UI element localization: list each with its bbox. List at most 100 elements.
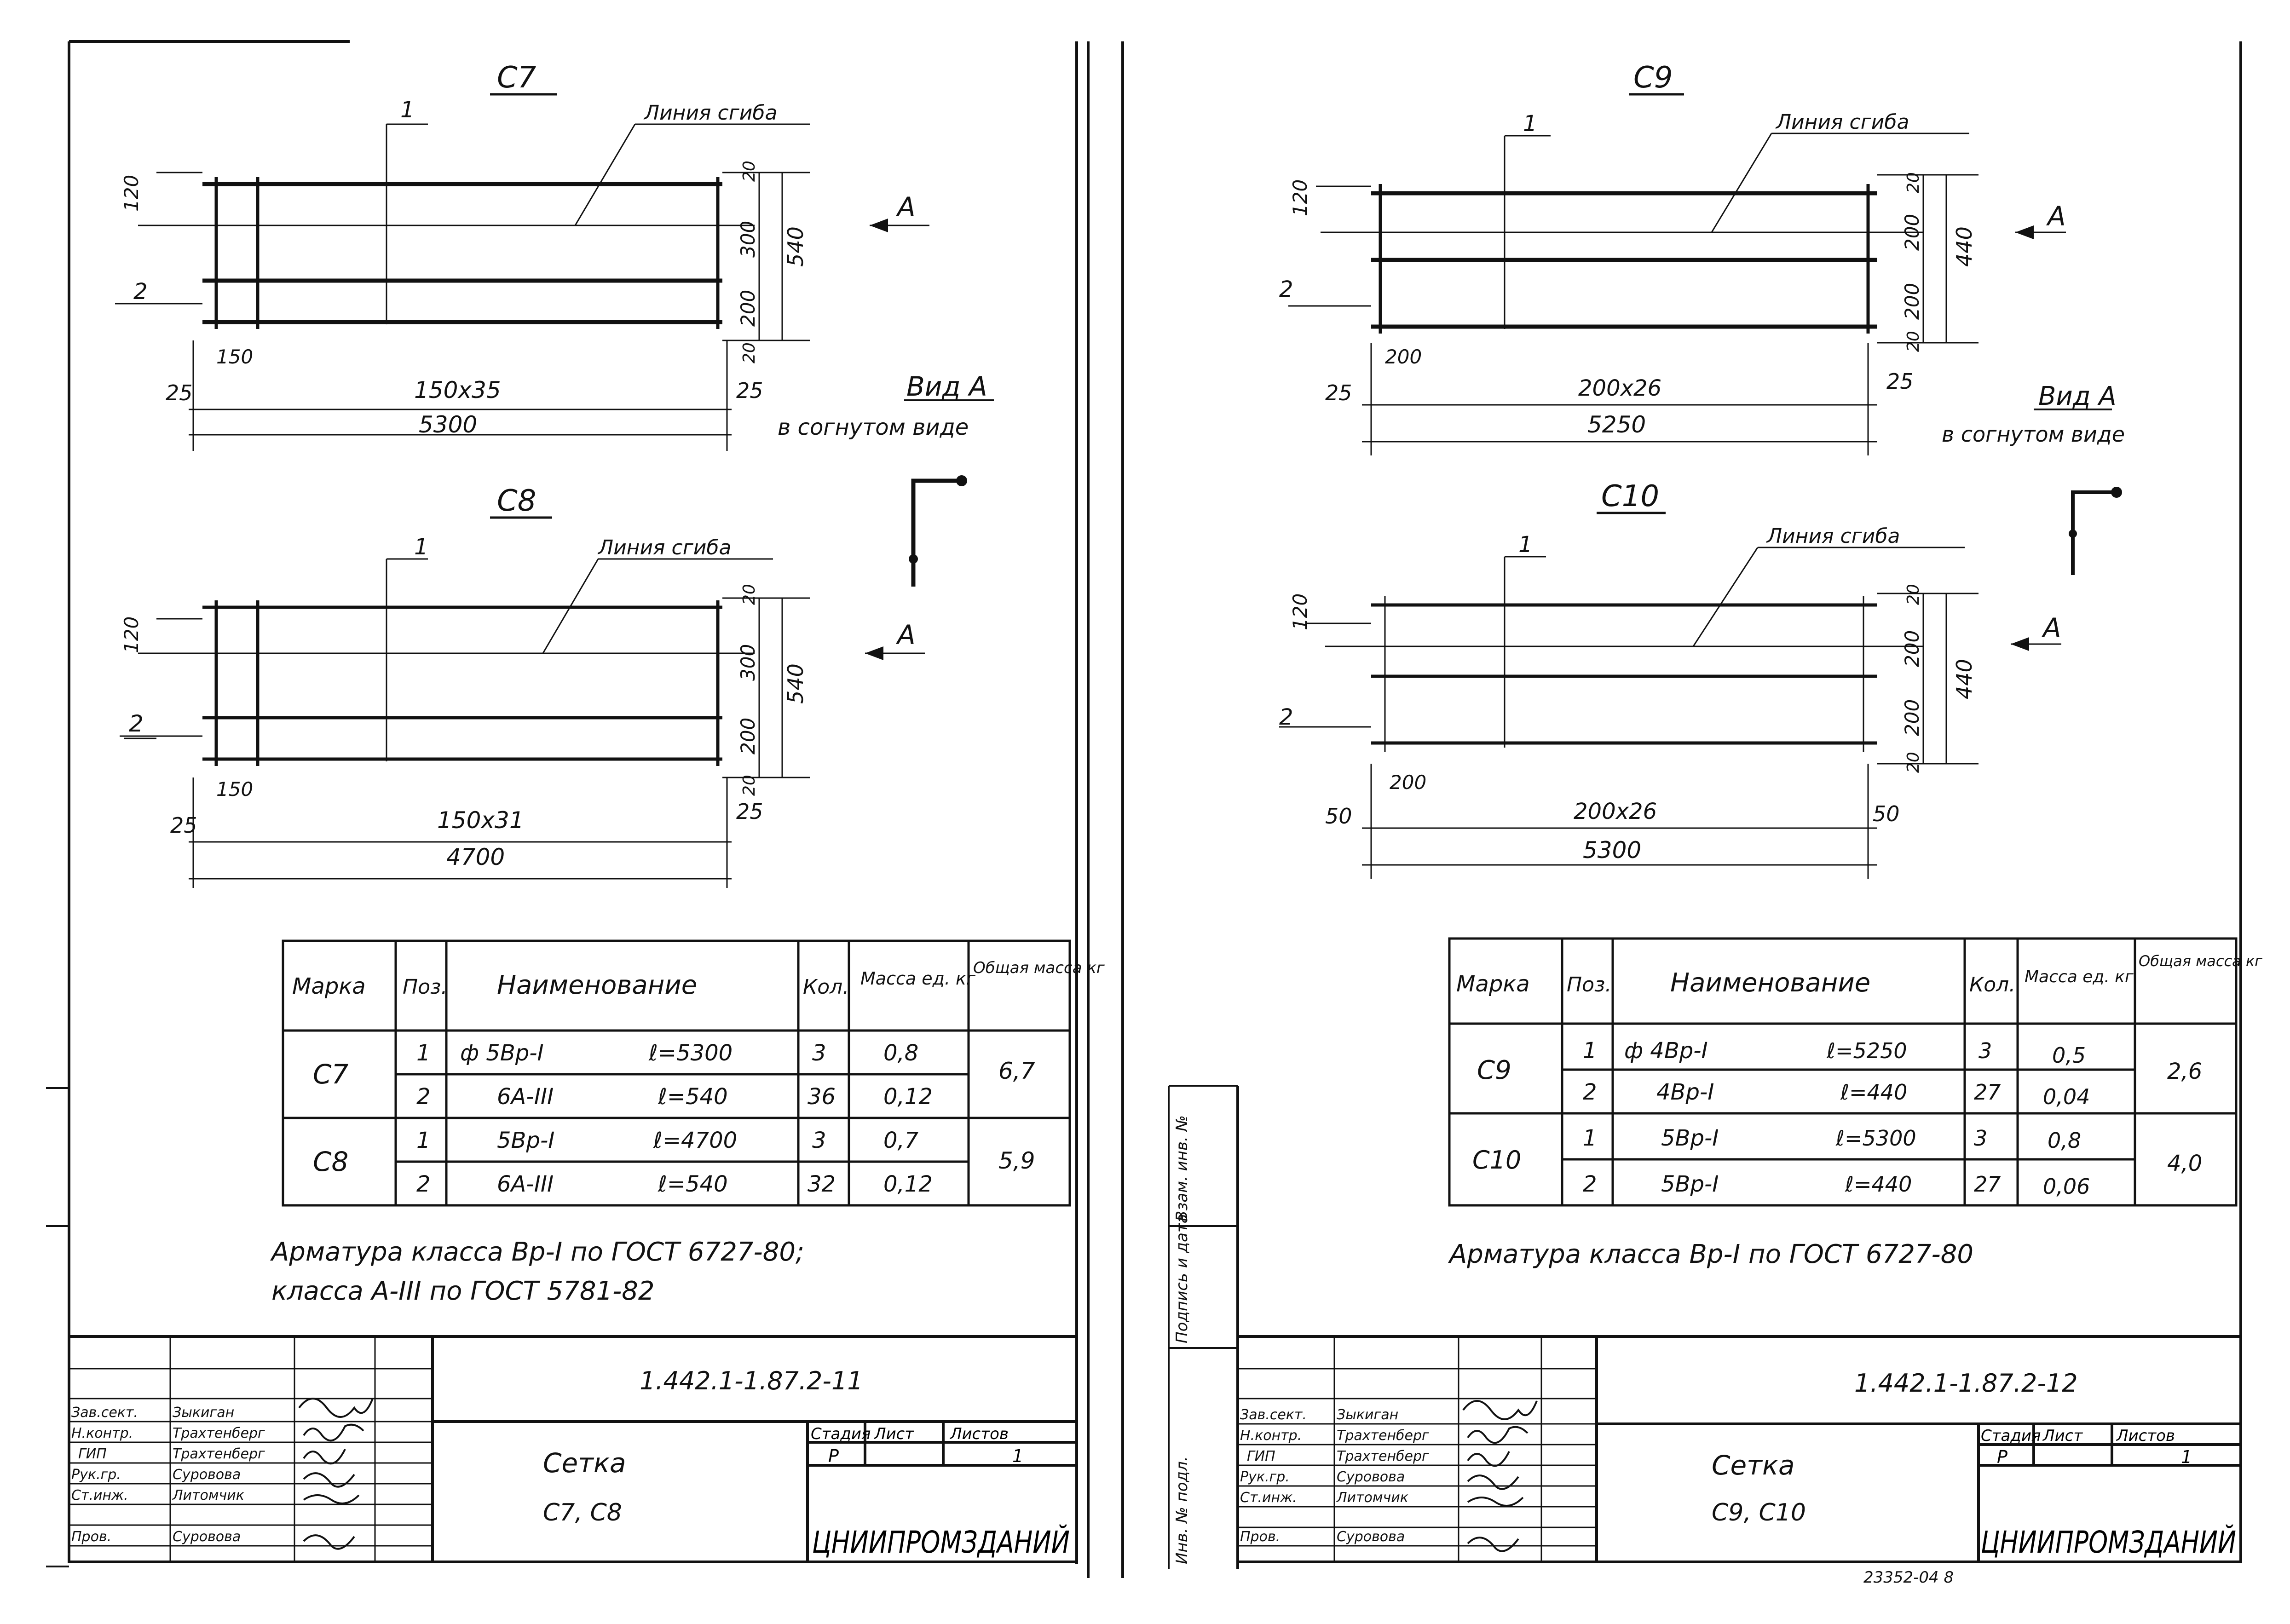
left-table-rows-0-mass-text: 0,8 bbox=[883, 1040, 918, 1066]
left-stamp-names-2-text: Трахтенберг bbox=[173, 1446, 265, 1462]
right-c9-dim_25r-text: 25 bbox=[1886, 369, 1914, 394]
right-stamp-sheets-text: 1 bbox=[2181, 1447, 2192, 1467]
right-stamp-stage_label-text: Стадия bbox=[1981, 1427, 2041, 1445]
mesh-c10: С10 Линия сгиба bbox=[1279, 479, 2061, 879]
right-c9-dim_top_120-text: 120 bbox=[1289, 179, 1311, 216]
right-table-rows-1-qty-text: 27 bbox=[1974, 1080, 2001, 1105]
mesh-c9: С9 Линия bbox=[1279, 61, 2125, 575]
right-stamp-roles-3-text: Рук.гр. bbox=[1240, 1469, 1290, 1485]
left-c7-bend_label-text: Линия сгиба bbox=[643, 101, 778, 125]
left-stamp-stage_label-text: Стадия bbox=[811, 1425, 871, 1443]
right-c10-bend_label-text: Линия сгиба bbox=[1766, 524, 1900, 548]
right-c10-dim_r_200a-text: 200 bbox=[1901, 630, 1923, 667]
right-table-rows-1-mass-text: 0,04 bbox=[2043, 1084, 2090, 1109]
right-c9-view_title-text: Вид А bbox=[2038, 381, 2117, 411]
right-side_labels-2-text: Взам. инв. № bbox=[1173, 1115, 1191, 1221]
left-c7-dim_total-text: 5300 bbox=[419, 411, 477, 438]
left-note-1: Арматура класса Вр-I по ГОСТ 6727-80; bbox=[270, 1237, 804, 1267]
right-c9-dim_r_440-text: 440 bbox=[1952, 226, 1977, 267]
right-table-headers-2-text: Наименование bbox=[1670, 968, 1870, 998]
right-side_labels-1-text: Подпись и дата bbox=[1173, 1214, 1191, 1343]
left-c7-arrow_a-text: А bbox=[895, 191, 916, 223]
right-org-logo: ЦНИИПРОМЗДАНИЙ bbox=[1981, 1524, 2236, 1560]
right-stamp-roles-4-text: Ст.инж. bbox=[1240, 1490, 1297, 1506]
right-side_labels-0-text: Инв. № подл. bbox=[1173, 1456, 1191, 1564]
left-c7-pos2-text: 2 bbox=[133, 279, 148, 305]
right-stamp-roles-5-text: Пров. bbox=[1240, 1529, 1280, 1545]
right-table-headers-5-text: Общая масса кг bbox=[2139, 952, 2262, 970]
right-stamp-code-text: 1.442.1-1.87.2-12 bbox=[1854, 1369, 2078, 1398]
right-c9-bend_label-text: Линия сгиба bbox=[1775, 110, 1909, 134]
left-table-headers-1-text: Поз. bbox=[403, 975, 447, 999]
left-c7-dim_25r-text: 25 bbox=[736, 378, 763, 403]
right-c9-view_sub-text: в согнутом виде bbox=[1942, 422, 2125, 447]
left-c8-bend_label-text: Линия сгиба bbox=[597, 536, 732, 559]
left-stamp-sheets-text: 1 bbox=[1012, 1446, 1023, 1466]
left-table-rows-0-mark-text: С7 bbox=[313, 1059, 348, 1090]
footer-number: 23352-04 8 bbox=[1863, 1568, 1954, 1587]
right-table-rows-3-qty-text: 27 bbox=[1974, 1172, 2001, 1197]
right-stamp-stage-text: Р bbox=[1997, 1447, 2007, 1467]
left-c8-dim_150x31-text: 150х31 bbox=[437, 807, 524, 834]
left-table-rows-2-total-text: 5,9 bbox=[998, 1147, 1035, 1174]
c7-title: С7 bbox=[497, 61, 536, 95]
right-c9-dim_200x26-text: 200х26 bbox=[1578, 375, 1661, 401]
left-table-rows-0-pos-text: 1 bbox=[416, 1040, 431, 1066]
left-table-rows-0-qty-text: 3 bbox=[812, 1040, 826, 1066]
right-table-rows-3-name-text: 5Вр-I bbox=[1661, 1171, 1719, 1197]
left-stamp-name1-text: Сетка bbox=[543, 1447, 626, 1479]
right-c10-dim_r_200b-text: 200 bbox=[1901, 699, 1923, 736]
left-table-rows-2-mark-text: С8 bbox=[313, 1146, 348, 1177]
right-stamp-names-3-text: Суровова bbox=[1337, 1469, 1405, 1485]
left-c7-dim_r_20a-text: 20 bbox=[740, 161, 759, 182]
right-table-rows-2-pos-text: 1 bbox=[1583, 1125, 1597, 1151]
right-c9-dim_r_200b-text: 200 bbox=[1901, 283, 1923, 320]
left-c8-dim_r_20b-text: 20 bbox=[740, 775, 759, 796]
right-stamp-sheets_label-text: Листов bbox=[2116, 1427, 2175, 1445]
right-c10-dim_top_120-text: 120 bbox=[1289, 593, 1311, 630]
right-table-rows-2-name-text: 5Вр-I bbox=[1661, 1125, 1719, 1151]
left-c8-dim_r_540-text: 540 bbox=[783, 663, 808, 704]
right-table-rows-2-mark-text: С10 bbox=[1472, 1146, 1521, 1175]
right-c10-dim_r_20a-text: 20 bbox=[1904, 584, 1923, 605]
right-table-headers-3-text: Кол. bbox=[1969, 973, 2015, 996]
right-c10-pos1-text: 1 bbox=[1518, 532, 1533, 558]
left-stamp-stage-text: Р bbox=[828, 1446, 839, 1466]
right-c9-dim_25l-text: 25 bbox=[1325, 380, 1352, 405]
right-c9-pos2-text: 2 bbox=[1279, 276, 1293, 302]
left-stamp-roles-5-text: Пров. bbox=[71, 1529, 111, 1545]
right-c10-dim_total-text: 5300 bbox=[1583, 837, 1641, 864]
left-c8-pos2-text: 2 bbox=[129, 710, 144, 737]
right-c10-dim_50r-text: 50 bbox=[1873, 801, 1900, 826]
right-table-rows-0-total-text: 2,6 bbox=[2167, 1059, 2202, 1084]
right-c9-arrow_a-text: А bbox=[2046, 201, 2066, 232]
right-stamp-roles-2-text: ГИП bbox=[1247, 1448, 1275, 1464]
left-table-rows-3-len-text: ℓ=540 bbox=[658, 1171, 728, 1197]
left-c8-arrow_a-text: А bbox=[895, 619, 916, 651]
right-title-block: 1.442.1-1.87.2-12 Сетка С9, С10 Стадия Л… bbox=[1236, 1335, 2242, 1587]
right-c9-dim_r_20b-text: 20 bbox=[1904, 331, 1923, 352]
right-table-rows-3-mass-text: 0,06 bbox=[2043, 1174, 2090, 1199]
left-org-logo: ЦНИИПРОМЗДАНИЙ bbox=[812, 1524, 1070, 1560]
left-stamp-names-5-text: Суровова bbox=[173, 1529, 241, 1545]
right-table-rows-1-name-text: 4Вр-I bbox=[1656, 1079, 1714, 1105]
right-c10-dim_r_20b-text: 20 bbox=[1904, 752, 1923, 773]
left-stamp-roles-4-text: Ст.инж. bbox=[71, 1487, 128, 1503]
right-stamp-names-4-text: Литомчик bbox=[1336, 1490, 1408, 1506]
right-table-rows-0-name-text: ф 4Вр-I bbox=[1624, 1038, 1708, 1064]
right-table-rows-0-mass-text: 0,5 bbox=[2052, 1043, 2086, 1068]
right-stamp-names-1-text: Трахтенберг bbox=[1337, 1428, 1429, 1444]
right-c9-dim_total-text: 5250 bbox=[1587, 411, 1646, 438]
mesh-c8: С8 Линия сги bbox=[120, 484, 925, 888]
right-stamp-roles-0-text: Зав.сект. bbox=[1240, 1407, 1307, 1423]
right-table-rows-1-pos-text: 2 bbox=[1583, 1079, 1597, 1105]
right-c10-dim_200-text: 200 bbox=[1390, 771, 1426, 794]
right-table-rows-0-mark-text: С9 bbox=[1477, 1055, 1511, 1085]
right-table-rows-2-len-text: ℓ=5300 bbox=[1835, 1126, 1916, 1151]
right-c9-dim_200-text: 200 bbox=[1385, 346, 1422, 368]
left-c8-dim_top_120-text: 120 bbox=[120, 616, 143, 653]
left-c7-dim_150-text: 150 bbox=[216, 346, 253, 368]
right-table-rows-2-total-text: 4,0 bbox=[2167, 1151, 2202, 1176]
left-table-headers-4-text: Масса ед. кг bbox=[860, 968, 976, 989]
